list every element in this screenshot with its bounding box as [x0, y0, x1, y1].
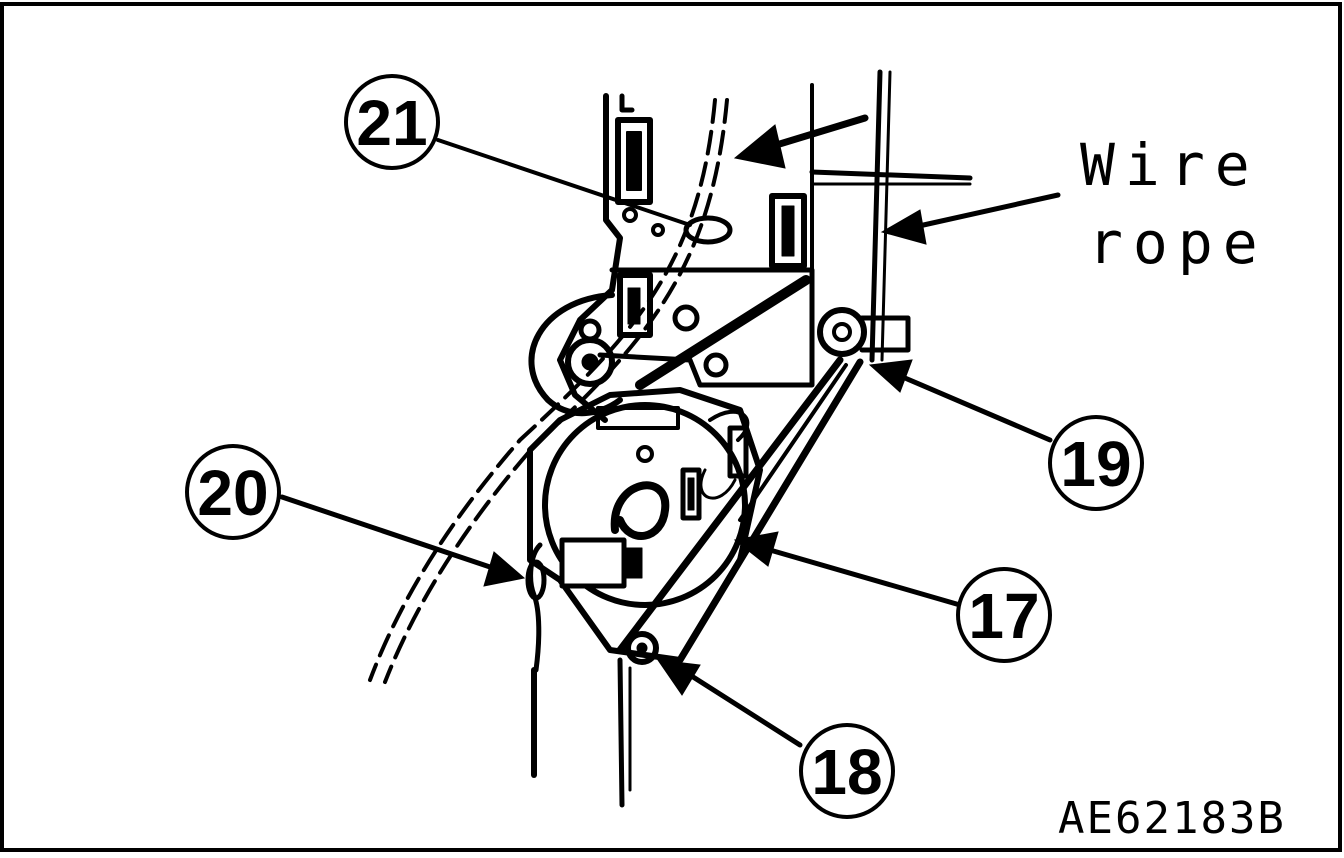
callout-17: 17 [956, 567, 1052, 663]
callout-20: 20 [185, 444, 281, 540]
callout-21: 21 [344, 74, 440, 170]
wire-rope-label-line2: rope [1088, 209, 1268, 277]
leader-lines [279, 114, 1061, 748]
callout-19: 19 [1048, 415, 1144, 511]
callout-18: 18 [799, 723, 895, 819]
figure-code: AE62183B [1058, 793, 1286, 844]
callout-20-label: 20 [197, 457, 268, 529]
wire-rope-label-line1: Wire [1080, 131, 1260, 199]
callout-19-label: 19 [1060, 428, 1131, 500]
callout-18-label: 18 [811, 736, 882, 808]
callout-17-label: 17 [968, 580, 1039, 652]
callout-21-label: 21 [356, 87, 427, 159]
drum-mechanism-drawing [368, 69, 973, 808]
